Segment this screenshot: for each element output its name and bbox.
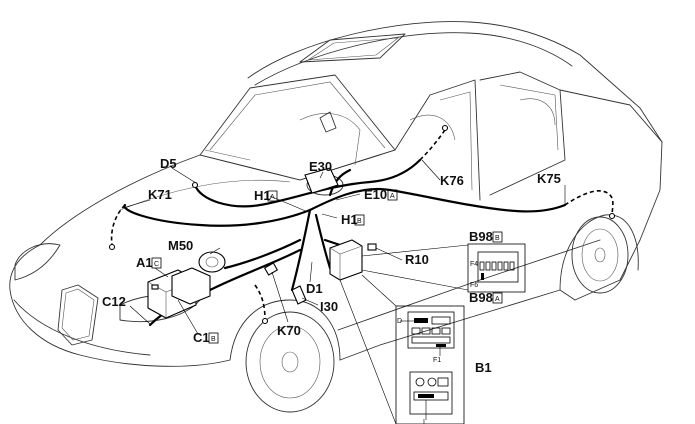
label-b98b-sub: B (495, 235, 500, 242)
label-d1: D1 (306, 281, 323, 296)
label-d: D (397, 318, 402, 325)
component-labels: D5 E30 H1 A E10 A H1 B K76 K75 K71 M50 A… (102, 156, 561, 375)
relay-r10 (367, 243, 377, 251)
label-m50: M50 (168, 238, 193, 253)
label-f6: F6 (470, 282, 478, 289)
label-c1b: C1 (193, 330, 210, 345)
label-h1b: H1 (341, 212, 358, 227)
label-r10: R10 (405, 252, 429, 267)
label-c12: C12 (102, 294, 126, 309)
label-f4: F4 (470, 261, 478, 268)
label-i: I (423, 419, 425, 424)
label-b98a: B98 (469, 290, 493, 305)
label-a1c-sub: C (154, 261, 159, 268)
label-k76: K76 (440, 173, 464, 188)
label-d5: D5 (160, 156, 177, 171)
sensor-e30 (304, 167, 339, 194)
label-f1: F1 (433, 357, 441, 364)
fuse-box (329, 239, 363, 281)
label-e10a: E10 (364, 187, 387, 202)
label-e30: E30 (309, 159, 332, 174)
car-body-outline (9, 21, 663, 413)
label-b98a-sub: A (495, 296, 500, 303)
label-k70: K70 (277, 323, 301, 338)
label-k75: K75 (537, 171, 561, 186)
label-h1a: H1 (254, 188, 271, 203)
components (108, 124, 616, 325)
label-h1b-sub: B (357, 218, 362, 225)
switch-i30 (291, 285, 307, 305)
motor-m50 (198, 251, 226, 273)
connector (263, 262, 279, 276)
inset-leader-lines (339, 244, 469, 424)
inset-fuse-b98: F4 F6 (467, 243, 526, 293)
label-i30: I30 (320, 299, 338, 314)
inset-b1: D F1 I (395, 305, 465, 424)
label-k71: K71 (148, 187, 172, 202)
label-a1c: A1 (136, 255, 153, 270)
label-c1b-sub: B (211, 336, 216, 343)
control-unit (171, 267, 211, 305)
label-b98b: B98 (469, 229, 493, 244)
label-b1: B1 (475, 360, 492, 375)
label-leader-lines (125, 159, 566, 335)
label-e10a-sub: A (390, 193, 395, 200)
label-h1a-sub: A (270, 194, 275, 201)
